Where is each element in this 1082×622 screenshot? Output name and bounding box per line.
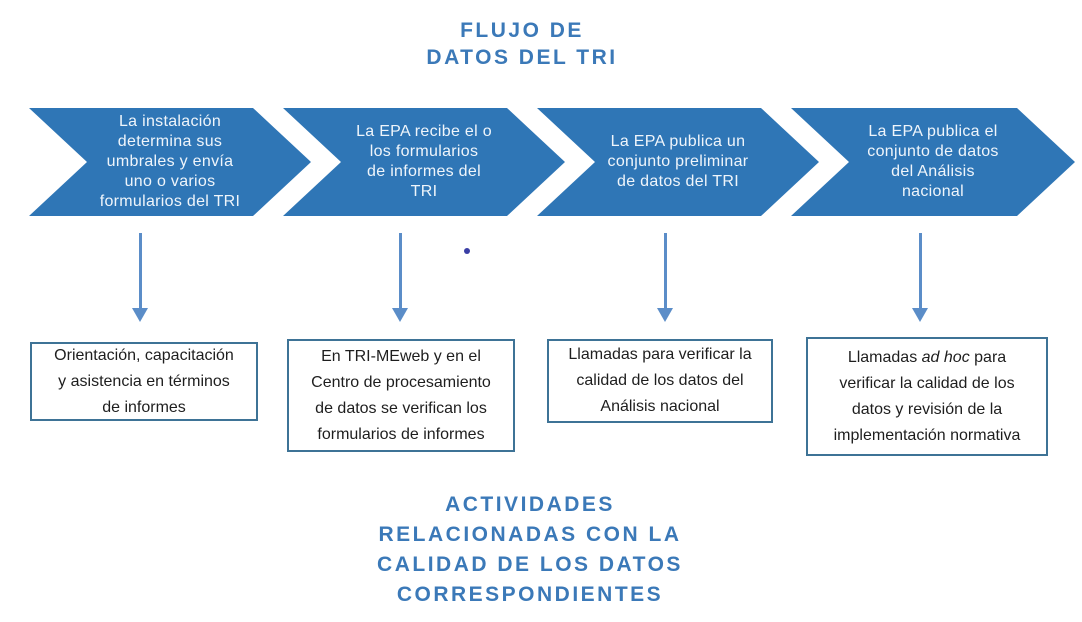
- down-arrow-icon-2: [392, 233, 408, 322]
- arrow-shaft: [663, 233, 667, 308]
- arrow-head: [912, 308, 928, 322]
- activity-text: Llamadas para verificar la calidad de lo…: [568, 346, 752, 415]
- flow-step-chevron-3: La EPA publica un conjunto preliminar de…: [537, 108, 819, 216]
- arrow-head: [657, 308, 673, 322]
- arrow-shaft: [138, 233, 142, 308]
- activity-box-3: Llamadas para verificar la calidad de lo…: [547, 339, 773, 423]
- arrow-shaft: [398, 233, 402, 308]
- activity-text: Llamadas ad hoc para verificar la calida…: [834, 345, 1021, 449]
- activity-box-1: Orientación, capacitación y asistencia e…: [30, 342, 258, 421]
- activity-box-4: Llamadas ad hoc para verificar la calida…: [806, 337, 1048, 456]
- flow-step-chevron-2: La EPA recibe el o los formularios de in…: [283, 108, 565, 216]
- activity-box-2: En TRI-MEweb y en el Centro de procesami…: [287, 339, 515, 452]
- arrow-head: [392, 308, 408, 322]
- arrow-head: [132, 308, 148, 322]
- diagram-title: FLUJO DE DATOS DEL TRI: [426, 19, 618, 69]
- activity-text-prefix: Llamadas: [847, 348, 922, 366]
- flow-step-label: La instalación determina sus umbrales y …: [99, 113, 241, 210]
- flow-step-label: La EPA recibe el o los formularios de in…: [356, 123, 492, 200]
- activity-text-italic: ad hoc: [921, 348, 970, 366]
- activity-text: En TRI-MEweb y en el Centro de procesami…: [311, 347, 491, 443]
- flow-step-chevron-1: La instalación determina sus umbrales y …: [29, 108, 311, 216]
- down-arrow-icon-4: [912, 233, 928, 322]
- activity-text-suffix: para verificar la calidad de los datos y…: [833, 348, 1021, 444]
- flow-step-label: La EPA publica un conjunto preliminar de…: [607, 133, 749, 190]
- flow-step-label: La EPA publica el conjunto de datos del …: [867, 123, 999, 200]
- activity-text: Orientación, capacitación y asistencia e…: [54, 346, 234, 416]
- arrow-shaft: [918, 233, 922, 308]
- down-arrow-icon-1: [132, 233, 148, 322]
- activities-title: ACTIVIDADES RELACIONADAS CON LA CALIDAD …: [377, 493, 683, 606]
- stray-dot: [464, 248, 470, 254]
- down-arrow-icon-3: [657, 233, 673, 322]
- flow-step-chevron-4: La EPA publica el conjunto de datos del …: [791, 108, 1075, 216]
